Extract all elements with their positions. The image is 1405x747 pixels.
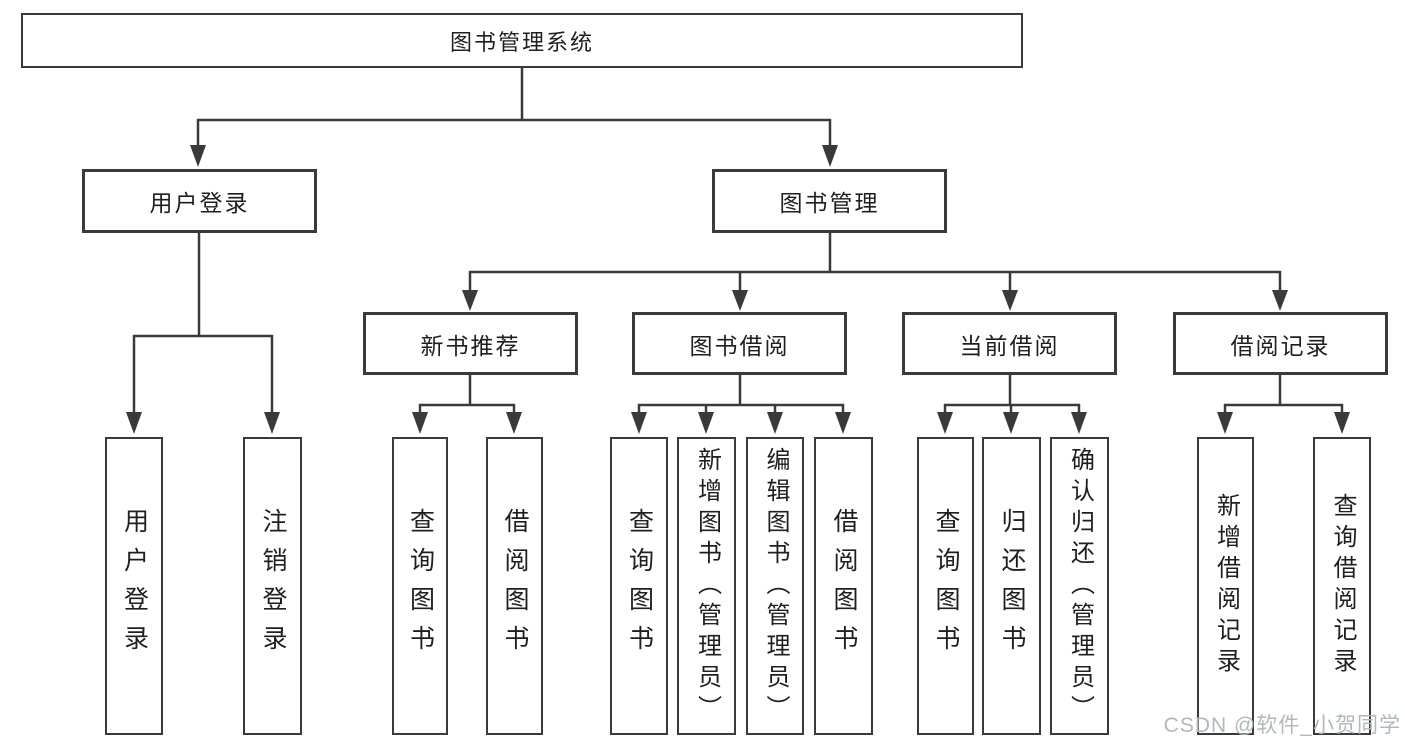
connector-root-to-level2 xyxy=(190,68,838,167)
connector-bookmgmt-to-level3 xyxy=(462,233,1288,311)
connector-userlogin-to-leaves xyxy=(126,233,280,434)
connector-recommend-to-leaves xyxy=(412,375,522,434)
leaf-borrow-borrow-book: 借阅图书 xyxy=(814,437,873,735)
watermark: CSDN @软件_小贺同学 xyxy=(1163,714,1401,737)
node-new-book-recommend: 新书推荐 xyxy=(363,312,578,375)
node-book-management: 图书管理 xyxy=(712,169,947,233)
leaf-record-query-borrow-record: 查询借阅记录 xyxy=(1313,437,1371,735)
leaf-user-login: 用户登录 xyxy=(105,437,163,735)
connector-current-to-leaves xyxy=(937,375,1087,434)
node-user-login: 用户登录 xyxy=(82,169,317,233)
leaf-current-return-book: 归还图书 xyxy=(982,437,1041,735)
node-borrow-record: 借阅记录 xyxy=(1173,312,1388,375)
node-library-management-system: 图书管理系统 xyxy=(21,13,1023,68)
node-book-borrow: 图书借阅 xyxy=(632,312,847,375)
leaf-borrow-add-book-admin: 新增图书（管理员） xyxy=(677,437,736,735)
leaf-record-add-borrow-record: 新增借阅记录 xyxy=(1197,437,1254,735)
leaf-logout-login: 注销登录 xyxy=(243,437,302,735)
connector-record-to-leaves xyxy=(1217,375,1350,434)
leaf-recommend-borrow-book: 借阅图书 xyxy=(486,437,543,735)
leaf-current-confirm-return-admin: 确认归还（管理员） xyxy=(1050,437,1109,735)
leaf-borrow-edit-book-admin: 编辑图书（管理员） xyxy=(746,437,804,735)
leaf-borrow-query-book: 查询图书 xyxy=(610,437,668,735)
node-current-borrow: 当前借阅 xyxy=(902,312,1117,375)
connector-borrow-to-leaves xyxy=(631,375,851,434)
leaf-current-query-book: 查询图书 xyxy=(917,437,974,735)
leaf-recommend-query-book: 查询图书 xyxy=(392,437,448,735)
